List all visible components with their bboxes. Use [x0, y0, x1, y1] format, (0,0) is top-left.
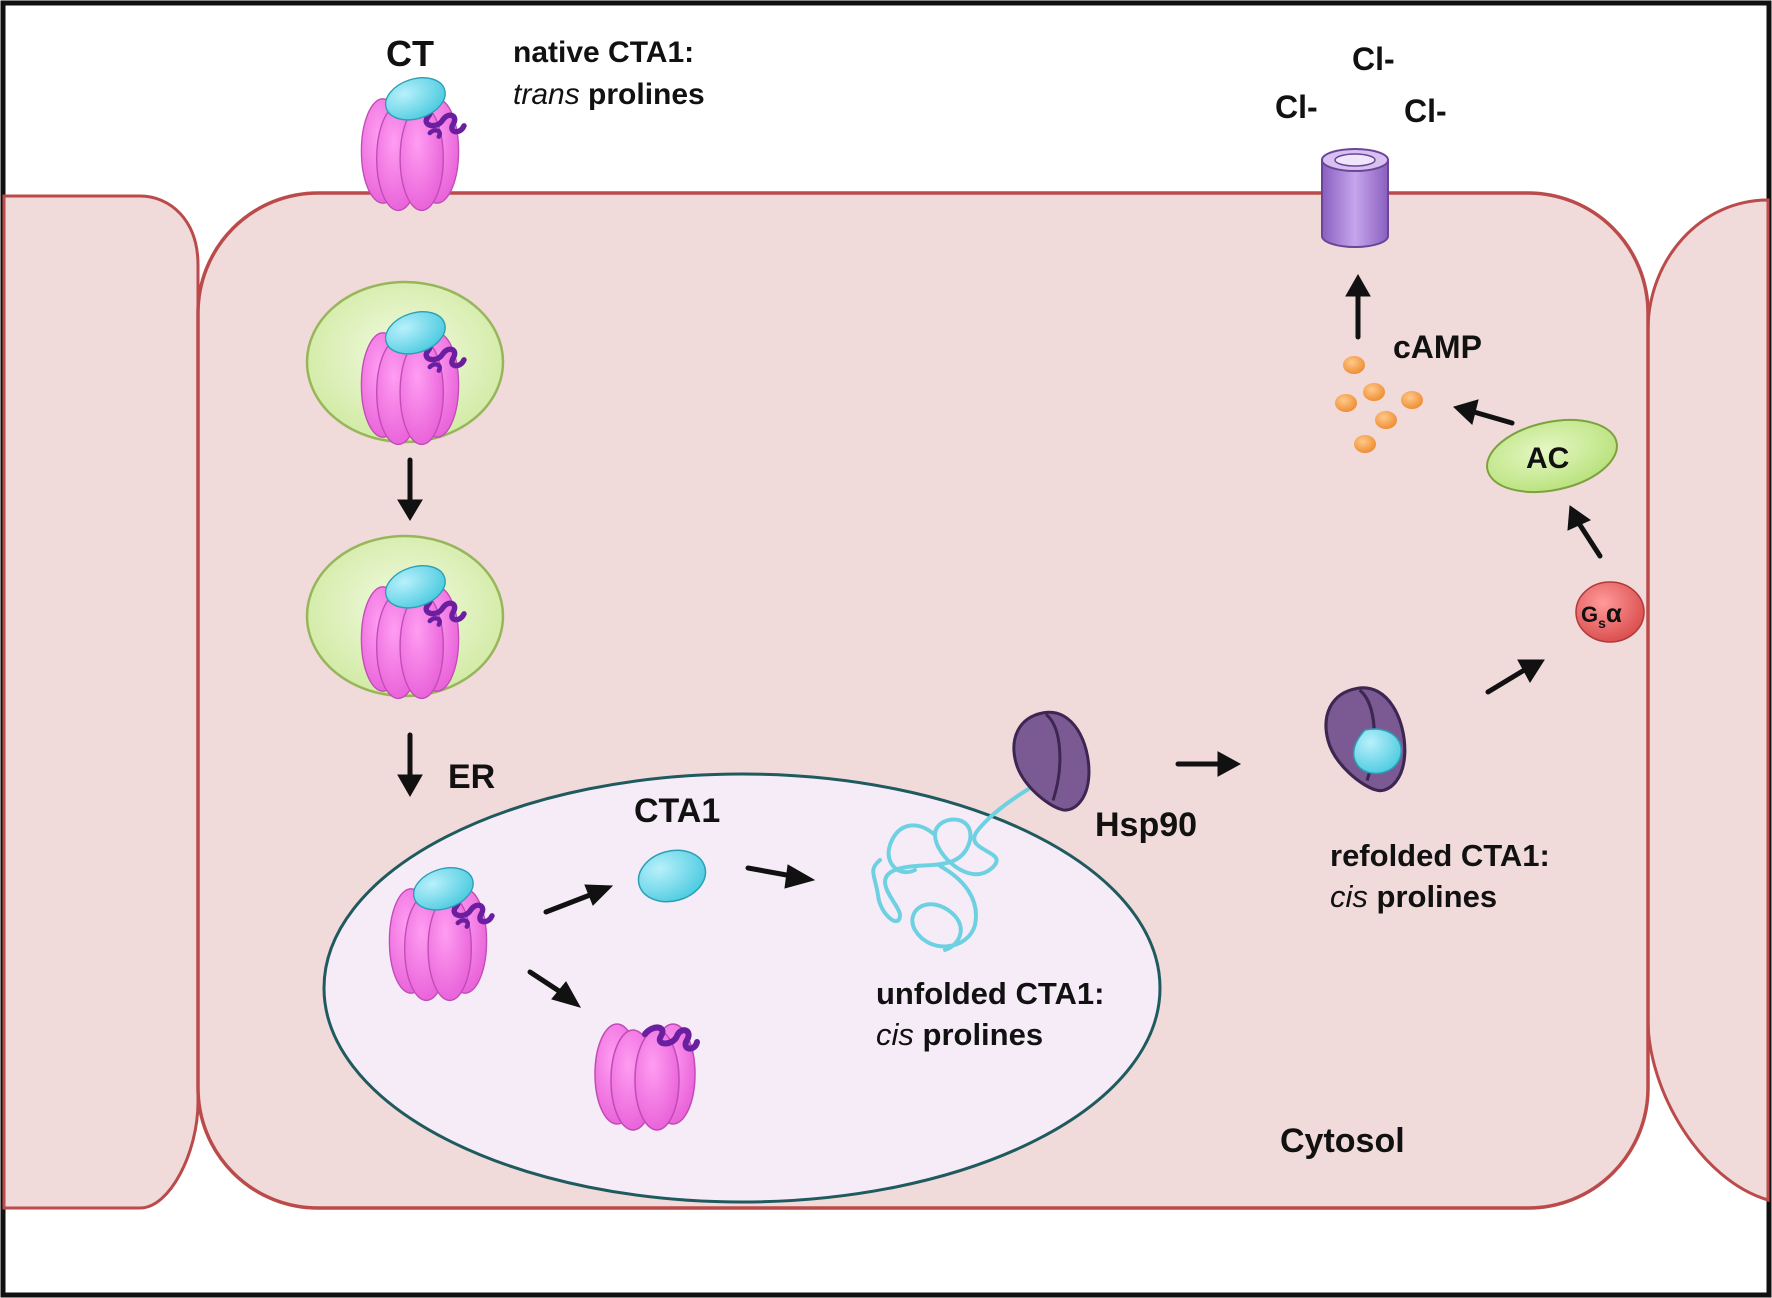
arrow-ac-to-camp [1453, 399, 1515, 426]
camp-dot [1401, 391, 1423, 409]
chloride-ion-label: Cl- [1352, 41, 1395, 77]
arrow-refolded-to-gsa [1485, 659, 1545, 695]
unfolded-cta1-detail: cis prolines [876, 1017, 1043, 1052]
arrow-vesicle2-to-er [397, 732, 423, 798]
camp-dot [1354, 435, 1376, 453]
ct-label: CT [386, 33, 434, 74]
cta1-free [637, 849, 707, 903]
gs-alpha-label: Gsα [1581, 598, 1622, 631]
camp-dot [1375, 411, 1397, 429]
unfolded-cta1-strand [871, 754, 1087, 952]
refolded-cta1 [1353, 728, 1402, 775]
arrow-hsp90-to-refolded [1175, 751, 1242, 777]
hsp90-label: Hsp90 [1095, 806, 1197, 844]
native-cta1-title: native CTA1: [513, 36, 694, 69]
left-neighbour-cell [2, 194, 200, 1210]
camp-dot [1343, 356, 1365, 374]
arrow-camp-to-channel [1345, 273, 1371, 340]
adenylate-cyclase [1486, 419, 1618, 493]
chloride-channel [1321, 148, 1389, 248]
right-neighbour-cell [1646, 198, 1770, 1203]
camp-label: cAMP [1393, 329, 1482, 365]
camp-dot [1335, 394, 1357, 412]
gs-alpha [1575, 581, 1645, 643]
refolded-cta1-detail: cis prolines [1330, 879, 1497, 914]
b-pentamer-er [595, 1024, 697, 1130]
chloride-ion-label: Cl- [1275, 89, 1318, 125]
camp-dot [1363, 383, 1385, 401]
er-lumen [322, 772, 1162, 1204]
ac-label: AC [1526, 442, 1569, 475]
cytosol-label: Cytosol [1280, 1122, 1405, 1160]
ct-holotoxin-surface [361, 71, 464, 211]
camp-molecules [1335, 356, 1423, 453]
arrow-vesicle1-to-vesicle2 [397, 457, 423, 521]
arrow-ct-to-b-pentamer [527, 969, 582, 1008]
er-label: ER [448, 758, 495, 796]
arrow-ct-to-cta1 [543, 884, 614, 915]
native-cta1-detail: trans prolines [513, 78, 705, 111]
cta1-label: CTA1 [634, 792, 720, 830]
refolded-cta1-title: refolded CTA1: [1330, 838, 1550, 873]
arrow-gsa-to-ac [1567, 505, 1603, 559]
chloride-ion-label: Cl- [1404, 93, 1447, 129]
unfolded-cta1-title: unfolded CTA1: [876, 976, 1104, 1011]
arrow-cta1-to-unfolded [745, 864, 816, 889]
